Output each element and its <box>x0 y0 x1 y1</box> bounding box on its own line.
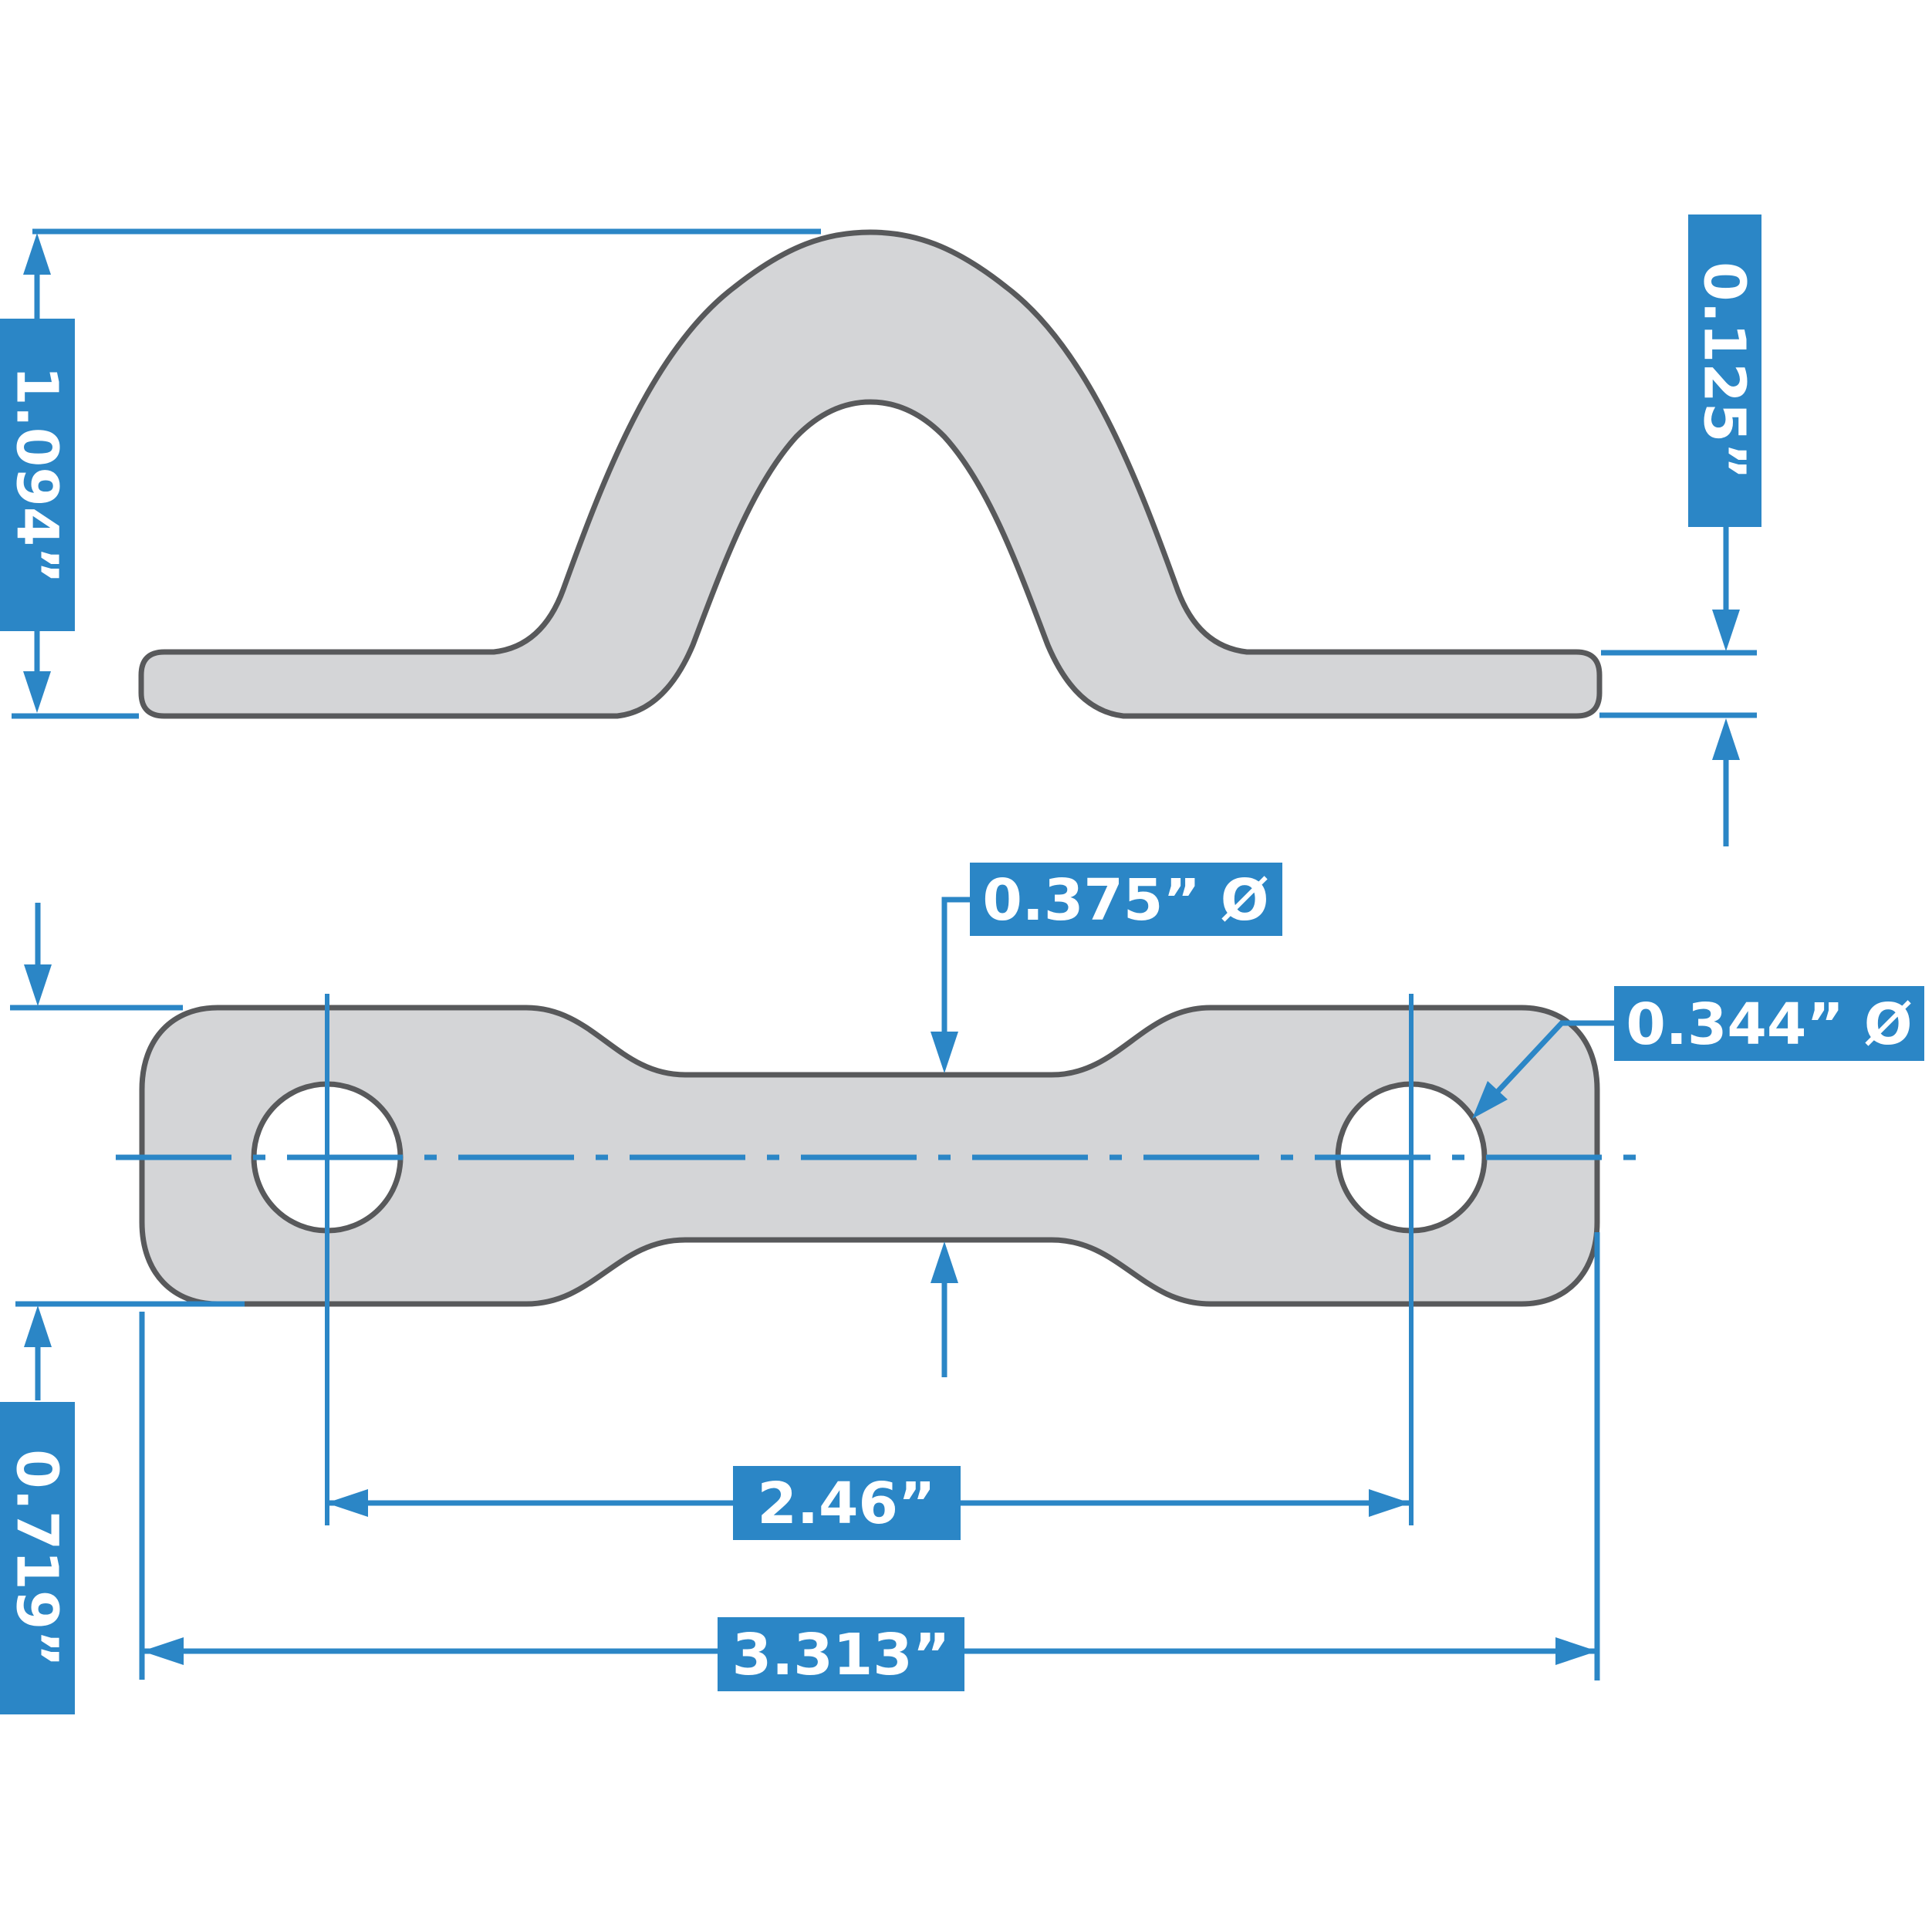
arrowhead-left-icon <box>142 1637 184 1665</box>
arrowhead-up-icon <box>1712 718 1740 760</box>
arrowhead-up-icon <box>931 1241 958 1283</box>
centerlines <box>116 994 1637 1525</box>
hole-diameter-label-box <box>1614 986 1924 1061</box>
hole-spacing-label: 2.46” <box>757 1471 935 1537</box>
arrowhead-right-icon <box>1369 1489 1410 1517</box>
arrowhead-left-icon <box>326 1489 368 1517</box>
arrowhead-down-icon <box>1712 610 1740 651</box>
overall-length-label-box <box>718 1617 964 1691</box>
arrowhead-diagonal-icon <box>1472 1081 1508 1119</box>
side-view <box>138 229 1603 719</box>
dimension-side-thickness: 0.125” <box>1599 214 1761 846</box>
hole-diameter-label: 0.344” Ø <box>1626 991 1912 1058</box>
dimension-side-height: 1.094” <box>0 228 821 719</box>
bar-width-label: 0.375” Ø <box>982 867 1268 934</box>
dimension-end-width: 0.719” <box>0 903 245 1714</box>
arrowhead-up-icon <box>23 233 51 275</box>
dimension-hole-spacing: 2.46” <box>326 1466 1410 1540</box>
side-view-part-outline <box>138 229 1603 719</box>
thickness-label: 0.125” <box>1691 262 1758 480</box>
height-label-box <box>0 319 75 631</box>
hole-diameter-leader <box>1493 1020 1614 1096</box>
overall-length-label: 3.313” <box>732 1622 951 1688</box>
dimension-bar-width: 0.375” Ø <box>931 863 1282 1377</box>
arrowhead-down-icon <box>931 1032 958 1073</box>
height-label: 1.094” <box>4 366 70 584</box>
end-width-label: 0.719” <box>4 1449 70 1667</box>
end-width-label-box <box>0 1402 75 1714</box>
dimension-hole-diameter: 0.344” Ø <box>1472 986 1924 1119</box>
arrowhead-down-icon <box>24 964 52 1006</box>
dimension-overall-length: 3.313” <box>139 1232 1600 1691</box>
arrowhead-right-icon <box>1555 1637 1597 1665</box>
hole-spacing-label-box <box>733 1466 961 1540</box>
arrowhead-down-icon <box>23 671 51 713</box>
bar-width-leader-upper <box>941 897 970 1038</box>
thickness-label-box <box>1688 214 1761 527</box>
arrowhead-up-icon <box>24 1305 52 1347</box>
bar-width-label-box <box>970 863 1282 936</box>
